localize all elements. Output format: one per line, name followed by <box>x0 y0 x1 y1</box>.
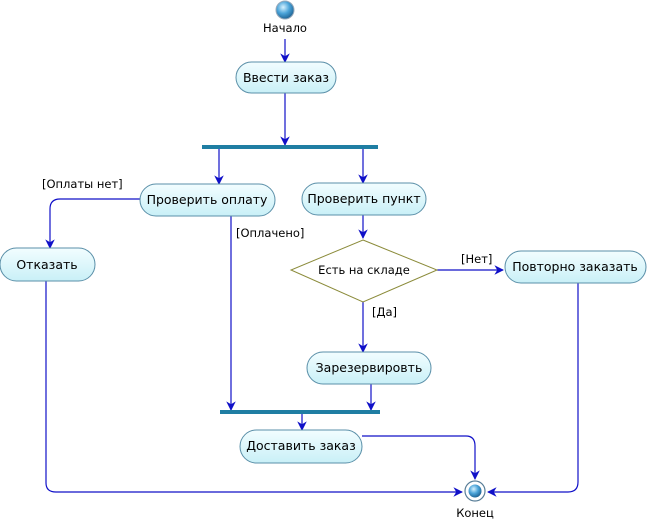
decision-in-stock: Есть на складе <box>289 239 439 303</box>
fork-bar <box>202 145 378 149</box>
svg-text:Отказать: Отказать <box>16 257 77 272</box>
flow-deliver-to-end <box>362 435 480 480</box>
action-reject: Отказать <box>0 247 96 282</box>
guard-yes: [Да] <box>372 305 397 319</box>
action-deliver: Доставить заказ <box>239 429 363 464</box>
action-reserve: Зарезервировть <box>306 351 432 385</box>
flow-reject-to-end <box>45 281 463 497</box>
svg-text:Проверить пункт: Проверить пункт <box>307 191 420 206</box>
guard-no-payment: [Оплаты нет] <box>42 177 123 191</box>
guard-paid: [Оплачено] <box>236 226 304 240</box>
flow-lines <box>45 39 579 497</box>
action-check-payment: Проверить оплату <box>139 183 276 217</box>
start-label: Начало <box>263 21 307 35</box>
svg-text:Ввести заказ: Ввести заказ <box>243 70 329 85</box>
action-check-item: Проверить пункт <box>301 182 427 216</box>
end-node: Конец <box>456 480 494 520</box>
flow-payment-to-reject <box>45 198 140 249</box>
join-bar <box>220 410 380 414</box>
svg-text:Проверить оплату: Проверить оплату <box>147 192 268 207</box>
decision-label: Есть на складе <box>318 263 410 277</box>
action-reorder: Повторно заказать <box>504 250 647 284</box>
guard-no: [Нет] <box>461 252 492 266</box>
svg-text:Повторно заказать: Повторно заказать <box>512 259 638 274</box>
flow-reorder-to-end <box>487 283 579 497</box>
svg-text:Зарезервировть: Зарезервировть <box>316 360 423 375</box>
start-node: Начало <box>263 0 307 35</box>
end-label: Конец <box>456 506 494 520</box>
action-enter-order: Ввести заказ <box>235 61 337 94</box>
svg-text:Доставить заказ: Доставить заказ <box>246 438 356 453</box>
